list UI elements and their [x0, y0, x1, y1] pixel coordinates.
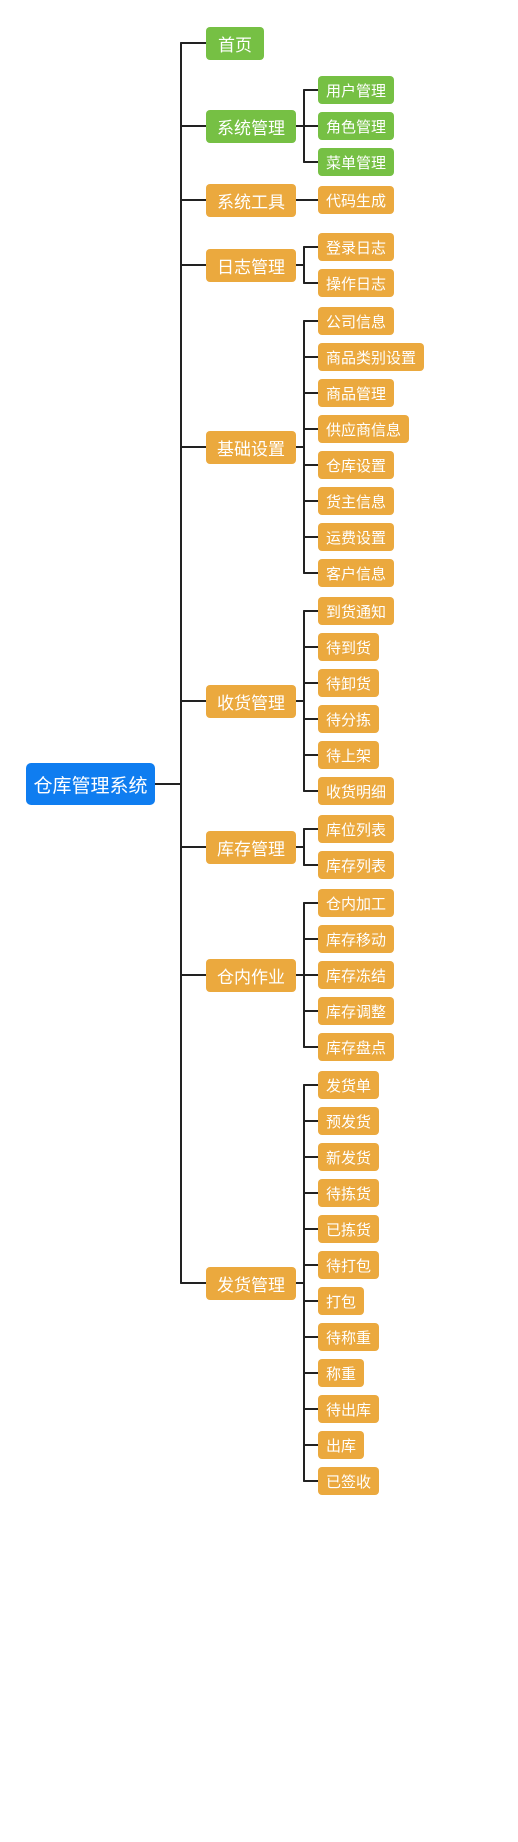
leaf-node[interactable]: 出库: [318, 1431, 364, 1459]
leaf-node[interactable]: 打包: [318, 1287, 364, 1315]
leaf-node[interactable]: 待卸货: [318, 669, 379, 697]
leaf-node[interactable]: 库位列表: [318, 815, 394, 843]
leaf-node[interactable]: 用户管理: [318, 76, 394, 104]
branch-node[interactable]: 库存管理: [206, 830, 296, 864]
leaf-node[interactable]: 待称重: [318, 1323, 379, 1351]
leaf-node[interactable]: 库存移动: [318, 925, 394, 953]
leaf-node[interactable]: 商品类别设置: [318, 343, 424, 371]
branch-node[interactable]: 仓内作业: [206, 958, 296, 992]
leaf-node[interactable]: 仓库设置: [318, 451, 394, 479]
leaf-node[interactable]: 已拣货: [318, 1215, 379, 1243]
leaf-node[interactable]: 收货明细: [318, 777, 394, 805]
leaf-node[interactable]: 待到货: [318, 633, 379, 661]
branch-node[interactable]: 日志管理: [206, 248, 296, 282]
leaf-node[interactable]: 到货通知: [318, 597, 394, 625]
leaf-node[interactable]: 库存盘点: [318, 1033, 394, 1061]
leaf-node[interactable]: 待分拣: [318, 705, 379, 733]
leaf-node[interactable]: 库存调整: [318, 997, 394, 1025]
leaf-node[interactable]: 商品管理: [318, 379, 394, 407]
leaf-node[interactable]: 称重: [318, 1359, 364, 1387]
leaf-node[interactable]: 待出库: [318, 1395, 379, 1423]
leaf-node[interactable]: 登录日志: [318, 233, 394, 261]
root-node[interactable]: 仓库管理系统: [26, 763, 155, 805]
branch-node[interactable]: 发货管理: [206, 1266, 296, 1300]
leaf-node[interactable]: 角色管理: [318, 112, 394, 140]
leaf-node[interactable]: 供应商信息: [318, 415, 409, 443]
leaf-node[interactable]: 库存冻结: [318, 961, 394, 989]
branch-node[interactable]: 基础设置: [206, 430, 296, 464]
branch-node[interactable]: 系统管理: [206, 109, 296, 143]
leaf-node[interactable]: 待上架: [318, 741, 379, 769]
branch-node[interactable]: 系统工具: [206, 183, 296, 217]
leaf-node[interactable]: 仓内加工: [318, 889, 394, 917]
leaf-node[interactable]: 菜单管理: [318, 148, 394, 176]
leaf-node[interactable]: 货主信息: [318, 487, 394, 515]
branch-node[interactable]: 首页: [206, 26, 264, 60]
leaf-node[interactable]: 待打包: [318, 1251, 379, 1279]
leaf-node[interactable]: 公司信息: [318, 307, 394, 335]
leaf-node[interactable]: 运费设置: [318, 523, 394, 551]
leaf-node[interactable]: 操作日志: [318, 269, 394, 297]
leaf-node[interactable]: 代码生成: [318, 186, 394, 214]
leaf-node[interactable]: 待拣货: [318, 1179, 379, 1207]
leaf-node[interactable]: 库存列表: [318, 851, 394, 879]
branch-node[interactable]: 收货管理: [206, 684, 296, 718]
leaf-node[interactable]: 已签收: [318, 1467, 379, 1495]
leaf-node[interactable]: 新发货: [318, 1143, 379, 1171]
leaf-node[interactable]: 发货单: [318, 1071, 379, 1099]
leaf-node[interactable]: 预发货: [318, 1107, 379, 1135]
leaf-node[interactable]: 客户信息: [318, 559, 394, 587]
